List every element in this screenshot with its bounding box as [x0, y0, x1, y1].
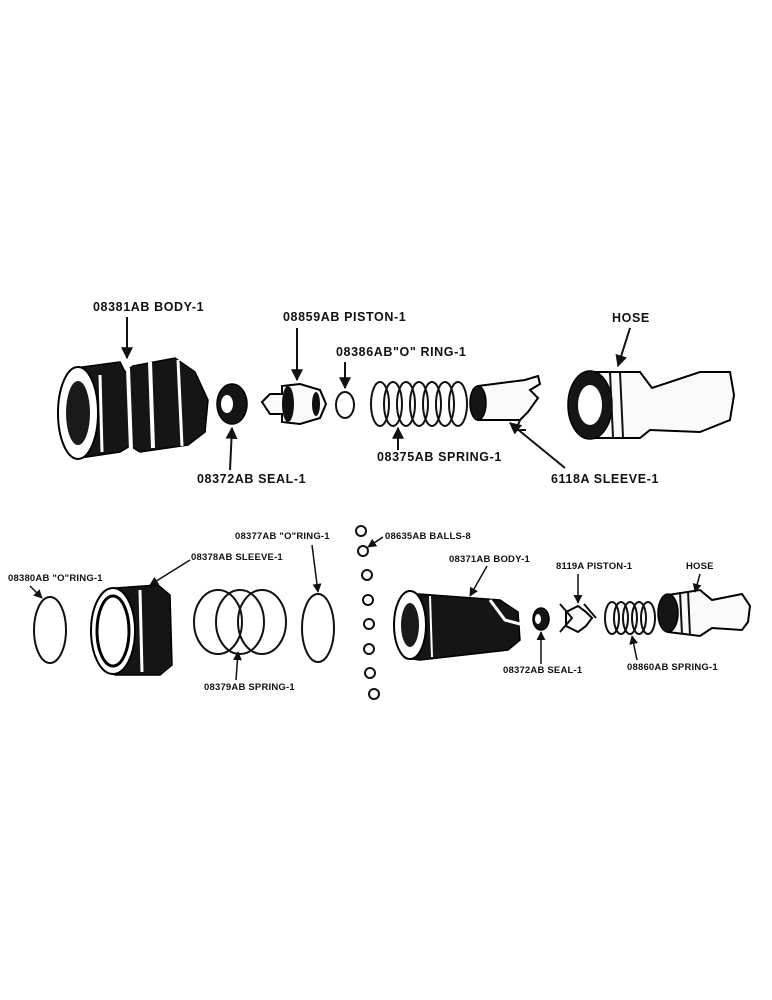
leader-bottom-spring-wire — [232, 651, 242, 681]
bottom-spring-wire-part — [193, 589, 287, 655]
ball — [357, 545, 369, 557]
label-top-body: 08381AB BODY-1 — [93, 300, 204, 314]
label-bottom-o-ring-small: 08377AB "O"RING-1 — [235, 531, 330, 542]
label-bottom-seal: 08372AB SEAL-1 — [503, 665, 583, 676]
label-bottom-hose: HOSE — [686, 561, 714, 572]
bottom-seal-part — [532, 607, 550, 631]
leader-top-seal — [225, 426, 238, 471]
bottom-piston-part — [559, 603, 597, 634]
leader-top-sleeve — [509, 422, 566, 469]
label-top-hose: HOSE — [612, 311, 650, 325]
label-bottom-body: 08371AB BODY-1 — [449, 554, 530, 565]
label-bottom-balls: 08635AB BALLS-8 — [385, 531, 471, 542]
bottom-o-ring-large-part — [33, 596, 67, 664]
ball — [363, 618, 375, 630]
leader-bottom-hose — [692, 573, 702, 593]
top-sleeve-part — [469, 374, 542, 431]
leader-bottom-spring — [629, 635, 639, 661]
label-top-sleeve: 6118A SLEEVE-1 — [551, 472, 659, 486]
ball — [361, 569, 373, 581]
top-body-part — [57, 357, 209, 460]
bottom-sleeve-part — [90, 584, 173, 676]
top-seal-part — [216, 383, 248, 425]
label-top-seal: 08372AB SEAL-1 — [197, 472, 306, 486]
top-piston-part — [260, 382, 328, 426]
label-bottom-piston: 8119A PISTON-1 — [556, 561, 633, 572]
ball — [364, 667, 376, 679]
top-o-ring-part — [335, 391, 355, 419]
leader-bottom-sleeve — [149, 559, 191, 586]
label-bottom-o-ring-large: 08380AB "O"RING-1 — [8, 573, 103, 584]
leader-bottom-o-ring-small — [311, 544, 322, 593]
leader-bottom-body — [469, 565, 488, 597]
bottom-balls-part — [355, 525, 380, 700]
label-top-piston: 08859AB PISTON-1 — [283, 310, 406, 324]
bottom-hose-part — [657, 588, 752, 638]
label-top-spring: 08375AB SPRING-1 — [377, 450, 502, 464]
bottom-spring-part — [604, 601, 656, 635]
label-bottom-spring: 08860AB SPRING-1 — [627, 662, 718, 673]
label-bottom-sleeve: 08378AB SLEEVE-1 — [191, 552, 283, 563]
bottom-body-part — [393, 590, 521, 661]
ball — [355, 525, 367, 537]
ball — [368, 688, 380, 700]
label-top-o-ring: 08386AB"O" RING-1 — [336, 345, 466, 359]
ball — [362, 594, 374, 606]
top-spring-part — [370, 381, 468, 427]
top-hose-part — [567, 370, 736, 440]
leader-top-hose — [615, 327, 631, 368]
leader-bottom-balls — [367, 536, 384, 548]
label-bottom-spring-wire: 08379AB SPRING-1 — [204, 682, 295, 693]
leader-bottom-o-ring-large — [29, 585, 43, 599]
bottom-o-ring-small-part — [301, 593, 335, 663]
ball — [363, 643, 375, 655]
